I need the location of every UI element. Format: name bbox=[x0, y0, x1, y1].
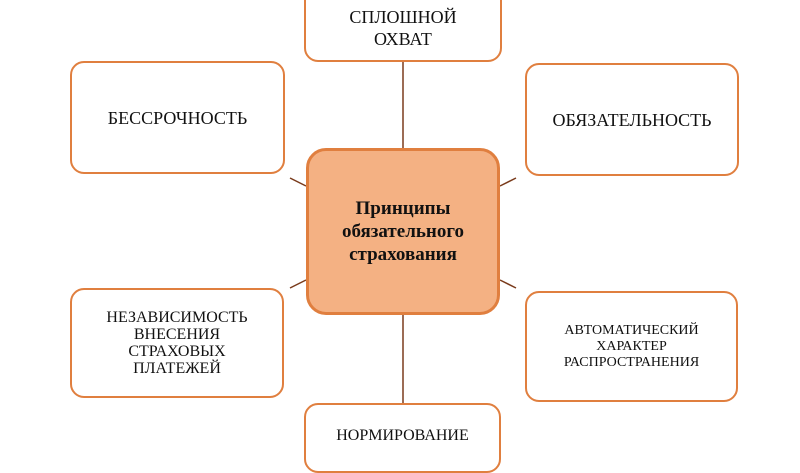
connector-upper-left bbox=[289, 177, 307, 187]
node-upper-left-label: БЕССРОЧНОСТЬ bbox=[107, 107, 248, 128]
node-lower-left-label: НЕЗАВИСИМОСТЬ ВНЕСЕНИЯ СТРАХОВЫХ ПЛАТЕЖЕ… bbox=[106, 309, 248, 377]
node-upper-left: БЕССРОЧНОСТЬ bbox=[70, 61, 285, 174]
node-bottom-label: НОРМИРОВАНИЕ bbox=[336, 427, 469, 444]
node-lower-left: НЕЗАВИСИМОСТЬ ВНЕСЕНИЯ СТРАХОВЫХ ПЛАТЕЖЕ… bbox=[70, 288, 284, 398]
principles-diagram: СПЛОШНОЙ ОХВАТ БЕССРОЧНОСТЬ ОБЯЗАТЕЛЬНОС… bbox=[70, 0, 739, 473]
center-label: Принципы обязательного страхования bbox=[341, 198, 465, 265]
node-upper-right-label: ОБЯЗАТЕЛЬНОСТЬ bbox=[552, 109, 712, 130]
connector-lines bbox=[289, 62, 517, 403]
connector-upper-right bbox=[499, 177, 517, 187]
node-bottom: НОРМИРОВАНИЕ bbox=[304, 403, 501, 473]
node-upper-right: ОБЯЗАТЕЛЬНОСТЬ bbox=[525, 63, 739, 176]
node-top-line1: СПЛОШНОЙ bbox=[349, 7, 457, 27]
connector-lower-left bbox=[289, 279, 307, 289]
center-node: Принципы обязательного страхования bbox=[306, 148, 500, 315]
connector-lower-right bbox=[499, 279, 517, 289]
node-top: СПЛОШНОЙ ОХВАТ bbox=[304, 0, 502, 62]
node-lower-right: АВТОМАТИЧЕСКИЙ ХАРАКТЕР РАСПРОСТРАНЕНИЯ bbox=[525, 291, 738, 402]
node-lower-right-label: АВТОМАТИЧЕСКИЙ ХАРАКТЕР РАСПРОСТРАНЕНИЯ bbox=[563, 322, 700, 370]
node-top-line2: ОХВАТ bbox=[374, 29, 432, 49]
